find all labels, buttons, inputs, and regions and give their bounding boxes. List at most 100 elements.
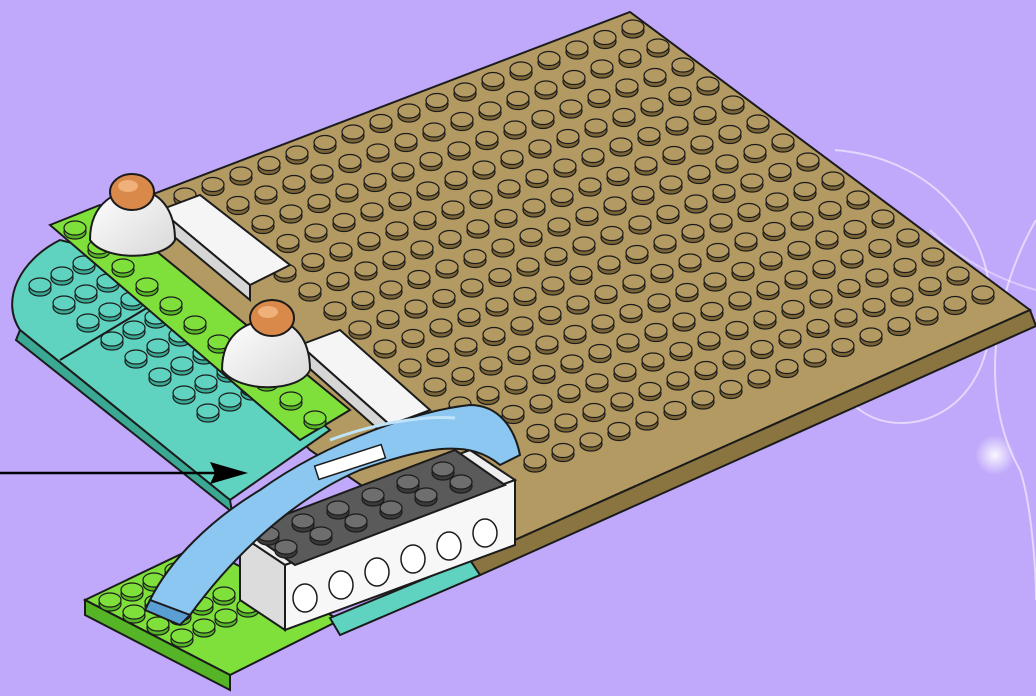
baseplate-stud — [352, 292, 374, 310]
baseplate-stud — [364, 174, 386, 192]
bottom-lime-stud — [123, 605, 145, 623]
technic-hole — [293, 584, 317, 612]
baseplate-stud — [623, 275, 645, 293]
baseplate-stud — [426, 94, 448, 112]
baseplate-stud — [832, 339, 854, 357]
baseplate-stud — [769, 164, 791, 182]
baseplate-stud — [504, 121, 526, 139]
baseplate-stud — [483, 328, 505, 346]
baseplate-stud — [586, 374, 608, 392]
turquoise-stud — [219, 393, 241, 411]
baseplate-stud — [666, 117, 688, 135]
lime-stud — [64, 221, 86, 239]
baseplate-stud — [691, 136, 713, 154]
baseplate-stud — [530, 395, 552, 413]
baseplate-stud — [744, 145, 766, 163]
baseplate-stud — [944, 297, 966, 315]
baseplate-stud — [308, 195, 330, 213]
baseplate-stud — [374, 340, 396, 358]
baseplate-stud — [411, 241, 433, 259]
lime-stud — [112, 259, 134, 277]
baseplate-stud — [558, 385, 580, 403]
baseplate-stud — [482, 73, 504, 91]
baseplate-stud — [302, 254, 324, 272]
baseplate-stud — [747, 115, 769, 133]
baseplate-stud — [807, 320, 829, 338]
baseplate-stud — [561, 355, 583, 373]
baseplate-stud — [782, 301, 804, 319]
baseplate-stud — [701, 303, 723, 321]
baseplate-stud — [436, 260, 458, 278]
baseplate-stud — [732, 263, 754, 281]
baseplate-stud — [688, 166, 710, 184]
baseplate-stud — [539, 307, 561, 325]
baseplate-stud — [676, 284, 698, 302]
baseplate-stud — [349, 321, 371, 339]
baseplate-stud — [819, 202, 841, 220]
baseplate-stud — [570, 267, 592, 285]
turquoise-stud — [29, 278, 51, 296]
gray-stud — [310, 527, 332, 545]
gray-stud — [397, 475, 419, 493]
baseplate-stud — [654, 235, 676, 253]
baseplate-stud — [610, 138, 632, 156]
baseplate-stud — [514, 288, 536, 306]
baseplate-stud — [722, 96, 744, 114]
baseplate-stud — [380, 281, 402, 299]
baseplate-stud — [524, 454, 546, 472]
baseplate-stud — [642, 353, 664, 371]
technic-hole — [401, 545, 425, 573]
baseplate-stud — [361, 203, 383, 221]
baseplate-stud — [644, 69, 666, 87]
baseplate-stud — [311, 165, 333, 183]
turquoise-stud — [101, 332, 123, 350]
baseplate-stud — [635, 157, 657, 175]
baseplate-stud — [505, 376, 527, 394]
baseplate-stud — [398, 104, 420, 122]
baseplate-stud — [461, 279, 483, 297]
baseplate-stud — [448, 142, 470, 160]
turquoise-stud — [123, 321, 145, 339]
technic-hole — [473, 519, 497, 547]
baseplate-stud — [697, 77, 719, 95]
baseplate-stud — [324, 302, 346, 320]
baseplate-stud — [566, 41, 588, 59]
baseplate-stud — [729, 292, 751, 310]
baseplate-stud — [888, 318, 910, 336]
baseplate-stud — [838, 280, 860, 298]
baseplate-stud — [613, 109, 635, 127]
baseplate-stud — [922, 248, 944, 266]
baseplate-stud — [607, 168, 629, 186]
baseplate-stud — [608, 423, 630, 441]
baseplate-stud — [772, 134, 794, 152]
baseplate-stud — [563, 71, 585, 89]
baseplate-stud — [748, 370, 770, 388]
baseplate-stud — [669, 88, 691, 106]
baseplate-stud — [358, 233, 380, 251]
baseplate-stud — [754, 311, 776, 329]
baseplate-stud — [813, 261, 835, 279]
baseplate-stud — [847, 191, 869, 209]
gray-stud — [415, 488, 437, 506]
baseplate-stud — [333, 214, 355, 232]
lime-stud — [280, 392, 302, 410]
turquoise-stud — [197, 404, 219, 422]
baseplate-stud — [704, 273, 726, 291]
turquoise-stud — [99, 303, 121, 321]
baseplate-stud — [810, 290, 832, 308]
baseplate-stud — [423, 123, 445, 141]
baseplate-stud — [330, 243, 352, 261]
baseplate-stud — [454, 83, 476, 101]
baseplate-stud — [751, 341, 773, 359]
bottom-lime-stud — [213, 587, 235, 605]
baseplate-stud — [716, 155, 738, 173]
baseplate-stud — [342, 125, 364, 143]
baseplate-stud — [455, 338, 477, 356]
baseplate-stud — [894, 259, 916, 277]
baseplate-stud — [726, 322, 748, 340]
baseplate-stud — [598, 256, 620, 274]
baseplate-stud — [227, 197, 249, 215]
baseplate-stud — [486, 298, 508, 316]
baseplate-stud — [776, 360, 798, 378]
